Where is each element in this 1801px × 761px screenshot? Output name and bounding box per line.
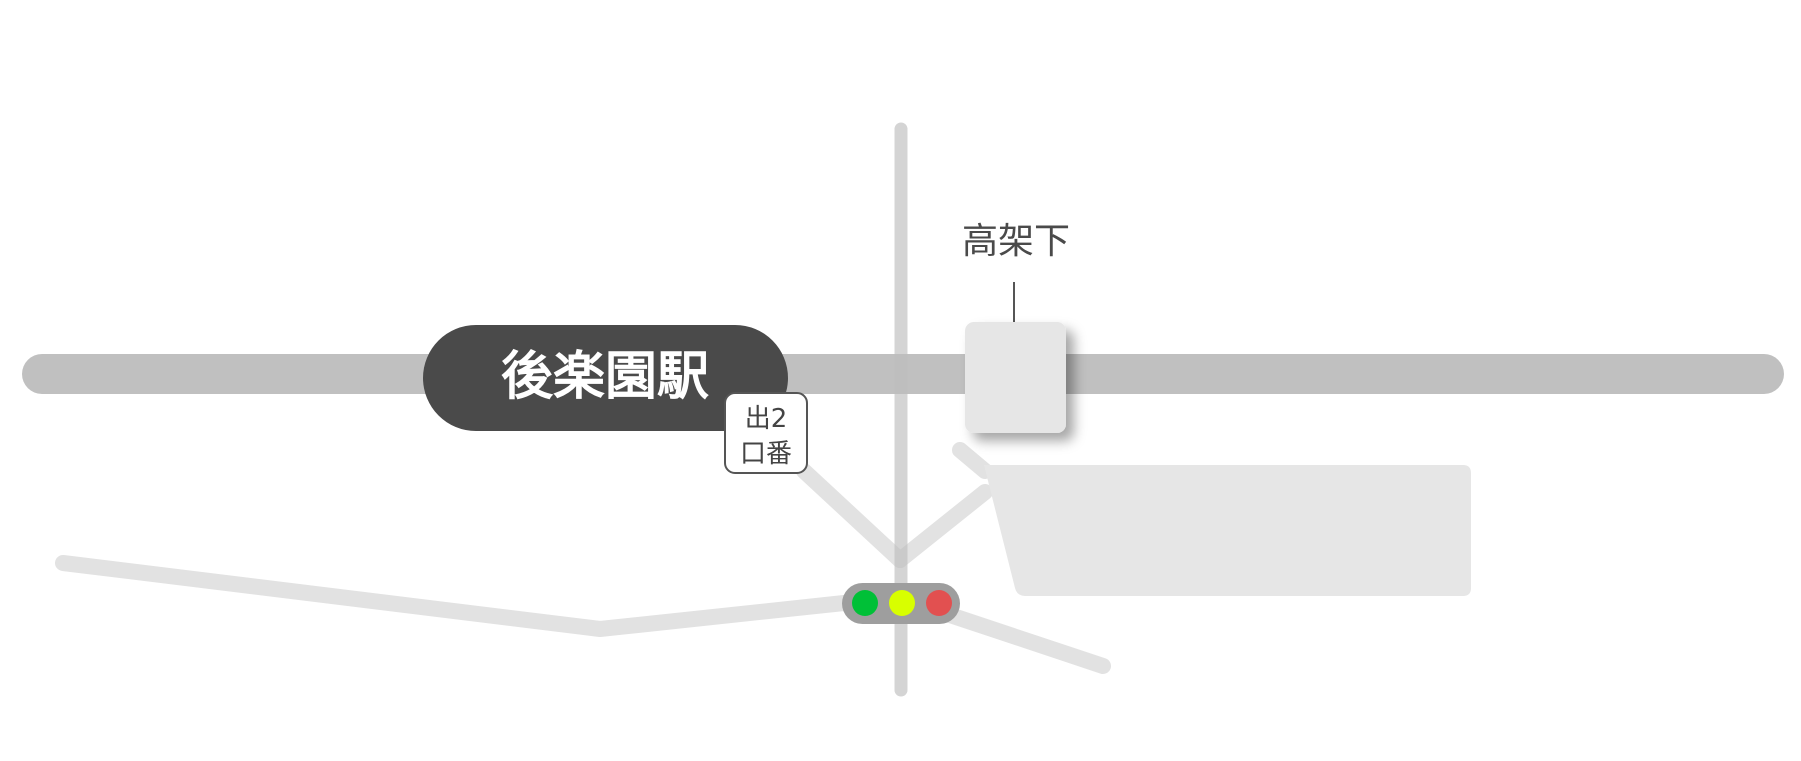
station-label: 後楽園駅: [501, 347, 709, 407]
road-southeast: [936, 605, 1111, 674]
road-to-building: [892, 484, 993, 568]
road-west: [55, 555, 852, 637]
exit-label-line2: 口番: [740, 439, 792, 469]
underpass-pillar: [965, 322, 1066, 433]
traffic-light-icon: [842, 583, 960, 624]
building: [984, 465, 1471, 596]
exit-2-label[interactable]: 出2 口番: [724, 392, 808, 474]
road-from-exit: [796, 463, 908, 568]
green-light: [852, 590, 878, 616]
station-badge[interactable]: 後楽園駅: [423, 325, 788, 431]
yellow-light: [889, 590, 915, 616]
underpass-label: 高架下: [962, 221, 1070, 262]
road-short: [952, 442, 993, 479]
exit-label-line1: 出2: [745, 404, 788, 434]
red-light: [926, 590, 952, 616]
